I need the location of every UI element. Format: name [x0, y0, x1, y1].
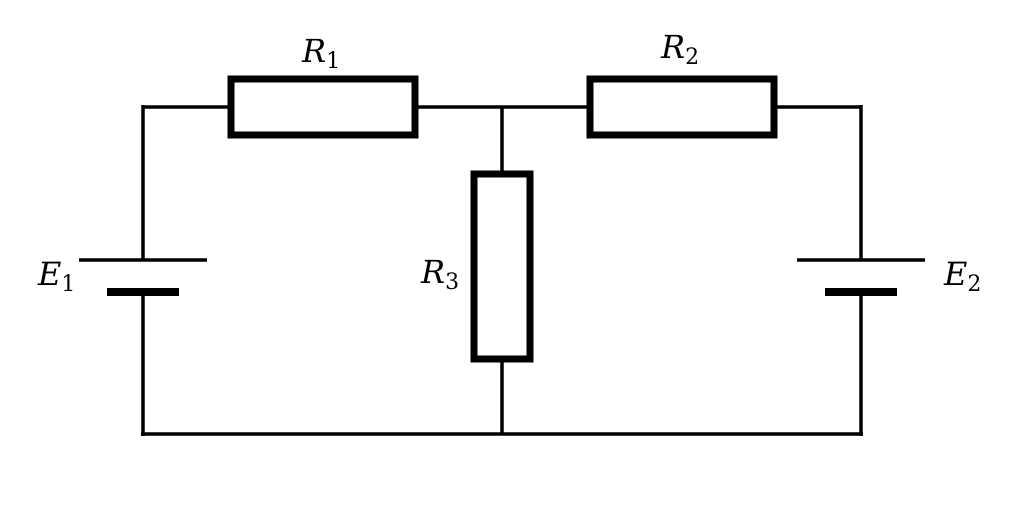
label-e1: E1: [37, 255, 75, 297]
resistor-r2: [586, 75, 778, 139]
label-r2: R2: [660, 28, 699, 70]
resistor-r1: [227, 75, 419, 139]
resistor-r3: [470, 170, 534, 363]
label-r1: R1: [301, 32, 340, 74]
label-e2: E2: [943, 255, 981, 297]
label-r3: R3: [420, 253, 459, 295]
